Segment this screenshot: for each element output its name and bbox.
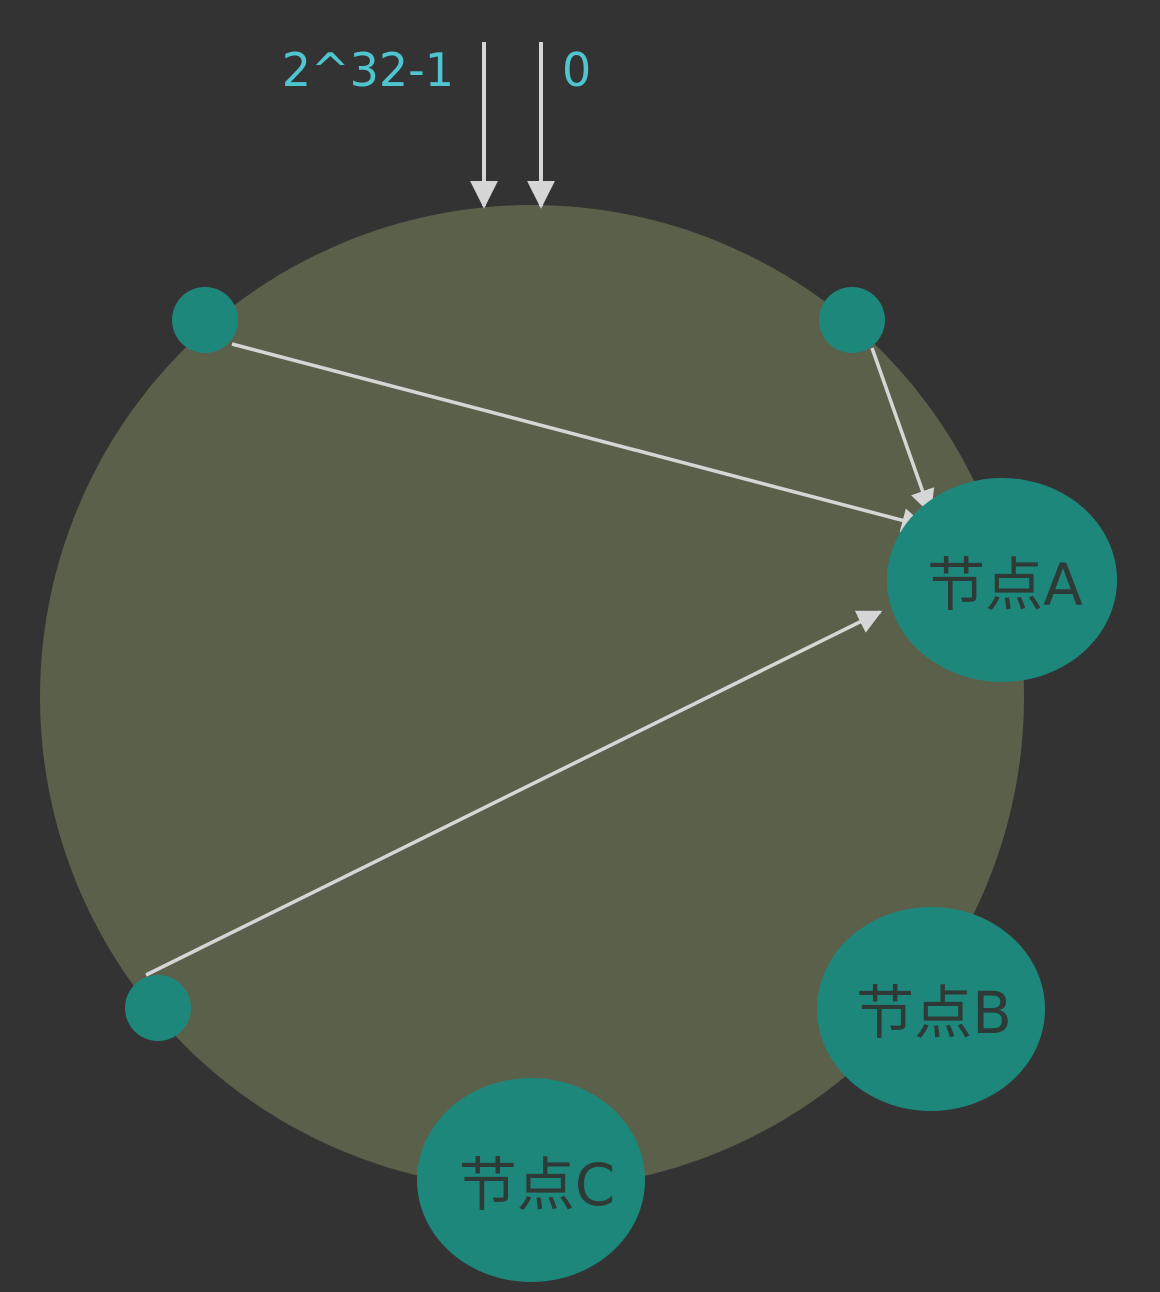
data-key-point <box>125 975 191 1041</box>
hash-ring <box>40 205 1024 1189</box>
arrow-key1-to-node-a <box>231 342 927 533</box>
label-zero-value: 0 <box>562 43 591 97</box>
label-max-value: 2^32-1 <box>282 43 454 97</box>
node-a: 节点A <box>887 478 1117 682</box>
node-b: 节点B <box>817 907 1045 1111</box>
node-c: 节点C <box>417 1078 645 1282</box>
node-c-label: 节点C <box>459 1151 616 1219</box>
arrow-key2-to-node-a <box>870 347 935 515</box>
arrow-key3-to-node-a <box>145 610 883 977</box>
data-key-point <box>819 287 885 353</box>
node-a-label: 节点A <box>927 551 1083 619</box>
node-b-label: 节点B <box>856 979 1012 1047</box>
data-key-point <box>172 287 238 353</box>
